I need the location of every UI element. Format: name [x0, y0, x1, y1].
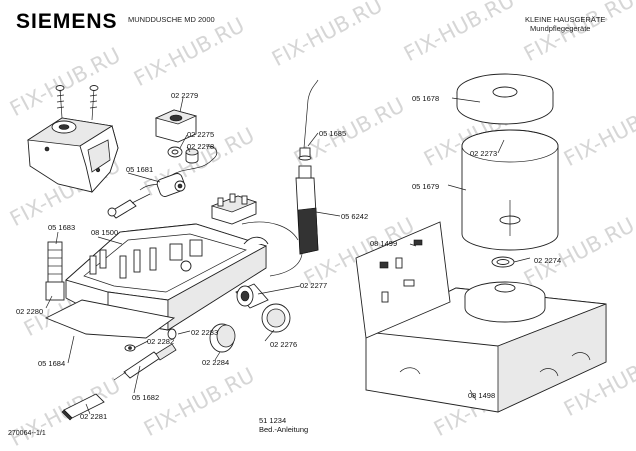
base-housing-part	[65, 221, 299, 331]
part-label: 05 1679	[412, 182, 440, 191]
water-tank-part	[461, 129, 559, 251]
knob-part	[167, 328, 177, 340]
part-label: 05 1678	[412, 94, 440, 103]
part-label: 02 2278	[187, 142, 215, 151]
part-label: 02 2277	[300, 281, 328, 290]
part-label: 02 2274	[534, 256, 562, 265]
seal-ring-part	[491, 256, 515, 268]
part-label: 02 2279	[171, 91, 199, 100]
part-label: 08 1498	[468, 391, 496, 400]
subcategory-title: Mundpflegegeräte	[530, 24, 591, 33]
part-label: 02 2281	[80, 412, 108, 421]
jet-nozzle-part	[298, 79, 319, 161]
part-label: 02 2283	[191, 328, 219, 337]
part-label: 05 1683	[48, 223, 76, 232]
seal-ring-part	[167, 146, 183, 158]
manual-number: 51 1234	[259, 416, 287, 425]
screw-part	[55, 85, 65, 119]
part-label: 05 6242	[341, 212, 369, 221]
spring-part	[45, 241, 65, 301]
part-label: 02 2276	[270, 340, 298, 349]
nozzle-tip-part	[61, 393, 105, 421]
cylinder-part	[235, 283, 269, 309]
cylinder-part	[261, 303, 291, 333]
pump-motor-part	[26, 117, 119, 193]
part-label: 02 2273	[470, 149, 498, 158]
valve-block-part	[154, 109, 198, 143]
circuit-board-part	[355, 221, 451, 339]
handpiece-part	[269, 165, 319, 277]
lid-part	[456, 73, 554, 125]
brand-logo: SIEMENS	[16, 10, 118, 33]
model-title: MUNDDUSCHE MD 2000	[128, 15, 215, 24]
base-unit-part	[364, 281, 607, 413]
part-label: 02 2282	[147, 337, 175, 346]
screw-part	[89, 85, 99, 121]
part-label: 02 2284	[202, 358, 230, 367]
base-plate-part	[44, 299, 176, 339]
handle-part	[113, 343, 177, 381]
switch-assembly-part	[107, 145, 218, 219]
part-label: 05 1685	[319, 129, 347, 138]
part-label: 02 2280	[16, 307, 44, 316]
part-label: 05 1682	[132, 393, 160, 402]
cap-part	[185, 148, 199, 164]
category-title: KLEINE HAUSGERÄTE	[525, 15, 606, 24]
part-label: 08 1499	[370, 239, 398, 248]
part-label: 05 1681	[126, 165, 154, 174]
part-label: 02 2275	[187, 130, 215, 139]
part-label: 05 1684	[38, 359, 66, 368]
leader-lines	[45, 97, 531, 415]
knob-part	[209, 323, 236, 353]
document-id: 270064--1/1	[8, 430, 46, 437]
small-screw-part	[124, 344, 136, 352]
part-label: 08 1500	[91, 228, 119, 237]
terminal-block-part	[210, 193, 258, 225]
manual-label: Bed.-Anleitung	[259, 425, 309, 434]
